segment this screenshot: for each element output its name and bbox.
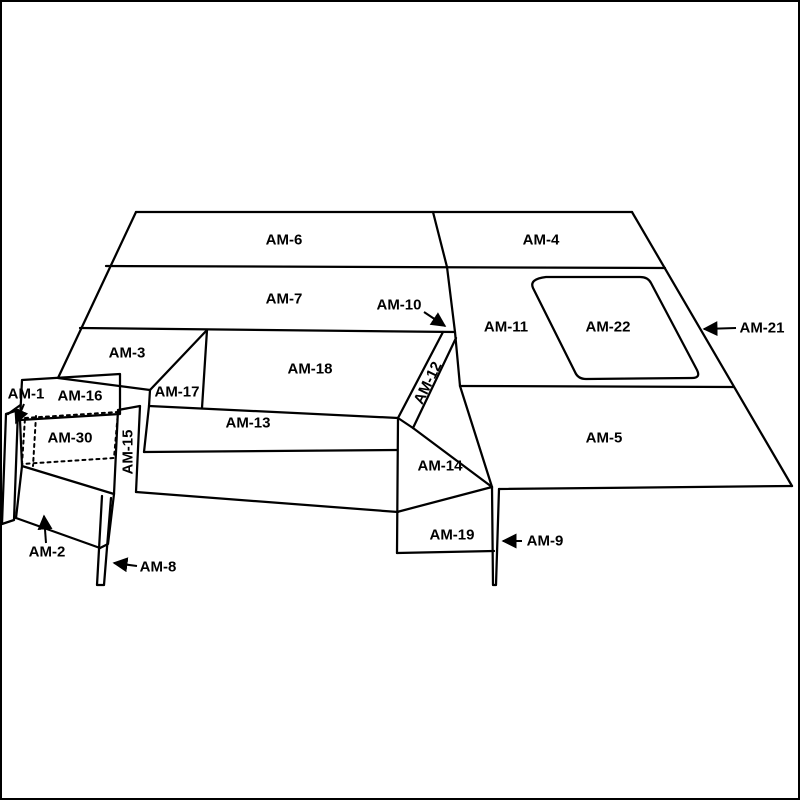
label-am16: AM-16 — [57, 388, 102, 405]
label-am11: AM-11 — [484, 319, 528, 336]
panel-am15-outline — [112, 404, 142, 496]
am19-top-edge — [395, 485, 494, 514]
am14-right-edge — [411, 426, 494, 489]
fold-am3-am17 — [148, 328, 209, 392]
fin-am8-outline — [95, 494, 113, 587]
sheet-left-edge — [56, 210, 138, 380]
label-am7: AM-7 — [266, 291, 303, 308]
label-am6: AM-6 — [266, 232, 303, 249]
am3-bottom-edge — [56, 376, 152, 392]
am5-bottom-edge — [497, 484, 794, 491]
label-am17: AM-17 — [154, 384, 199, 401]
panel-am22-outline — [531, 275, 700, 381]
am21-callout-arrow — [702, 321, 737, 337]
label-am22: AM-22 — [585, 319, 630, 336]
am1-callout-arrow — [14, 403, 29, 425]
label-am19: AM-19 — [429, 527, 474, 544]
label-am30: AM-30 — [47, 430, 92, 447]
panel-am30-hidden-outline — [20, 410, 120, 466]
divider-center-vertical — [431, 210, 462, 388]
label-am4: AM-4 — [523, 232, 560, 249]
label-am3: AM-3 — [109, 345, 146, 362]
am2-callout-arrow — [37, 514, 53, 544]
am17-left-edge — [147, 388, 152, 408]
label-am13: AM-13 — [225, 415, 270, 432]
label-am21: AM-21 — [739, 320, 784, 337]
bracket-left-lower — [14, 464, 24, 520]
panel-am1-outline — [0, 408, 20, 526]
front-lower-edge — [134, 490, 400, 514]
am5-left-edge — [458, 384, 494, 489]
label-am9: AM-9 — [527, 533, 564, 550]
divider-am6-am7-am4 — [104, 264, 667, 270]
label-am10: AM-10 — [376, 297, 421, 314]
label-am1: AM-1 — [8, 386, 45, 403]
label-am14: AM-14 — [417, 458, 463, 475]
divider-am7-bottom — [78, 326, 457, 334]
label-am18: AM-18 — [287, 361, 332, 378]
am30-hidden-edge — [32, 415, 37, 467]
am10-callout-arrow — [423, 311, 447, 327]
label-am15: AM-15 — [120, 429, 137, 474]
label-am5: AM-5 — [586, 430, 623, 447]
am13-bottom-edge — [142, 448, 399, 454]
am8-callout-arrow — [112, 557, 138, 573]
bracket-left-wall — [18, 418, 24, 468]
panel-am16-outline — [18, 372, 122, 422]
fin-am9-outline — [490, 485, 501, 587]
panel-am12-outline — [396, 330, 458, 430]
am5-top-edge — [458, 384, 736, 389]
am14-left-edge — [395, 416, 400, 555]
bracket-ridge — [20, 464, 116, 496]
sheet-right-edge — [630, 210, 794, 488]
am18-bottom-edge — [147, 404, 400, 420]
label-am2: AM-2 — [29, 544, 66, 561]
am13-left-edge — [142, 404, 151, 454]
bracket-bottom-edge — [14, 516, 102, 550]
fold-am17-am18 — [200, 328, 209, 410]
am19-bottom-edge — [395, 549, 496, 555]
label-am8: AM-8 — [140, 559, 177, 576]
